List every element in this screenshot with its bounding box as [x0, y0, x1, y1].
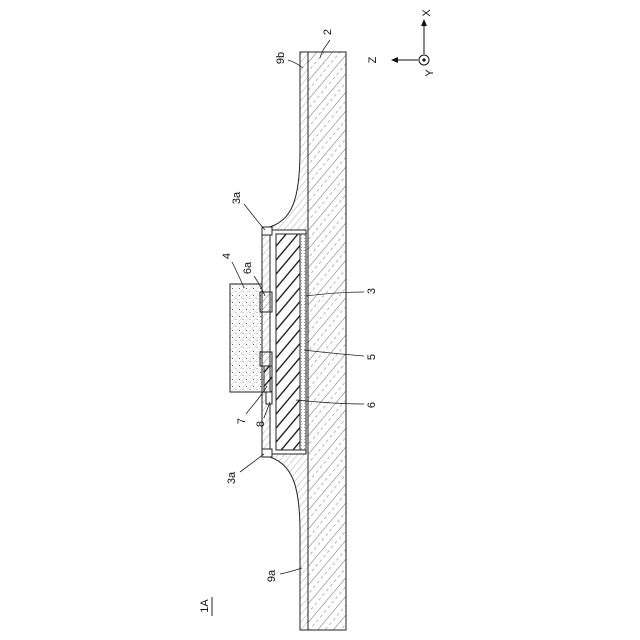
bump-upper: [260, 292, 272, 312]
z-axis-label: Z: [367, 56, 379, 63]
bump-lower: [260, 352, 272, 366]
label-envelope: 3: [366, 288, 378, 294]
core-block: [276, 234, 300, 450]
leader-9a: [280, 568, 302, 574]
figure-label: 1A: [199, 599, 211, 613]
label-substrate: 2: [322, 29, 334, 35]
part-8-block: [266, 392, 272, 404]
label-component: 4: [221, 253, 233, 259]
label-bump: 6a: [242, 261, 254, 274]
label-layer-top: 9b: [275, 52, 287, 64]
label-part-8: 8: [255, 421, 267, 427]
axis-indicator: X Z Y: [367, 9, 436, 77]
leader-3a-top: [244, 204, 265, 230]
label-inner-layer: 5: [366, 354, 378, 360]
label-core: 6: [366, 402, 378, 408]
label-flange-top: 3a: [231, 191, 243, 204]
part-7-block: [264, 366, 272, 392]
leader-3a-bottom: [240, 454, 264, 472]
figure-label-group: 1A: [199, 597, 212, 616]
flange-bottom: [262, 449, 272, 457]
y-axis-dot-icon: [422, 58, 425, 61]
inner-layer: [300, 234, 306, 450]
y-axis-label: Y: [424, 69, 436, 77]
x-axis-label: X: [421, 9, 433, 17]
substrate: [308, 52, 346, 630]
label-part-7: 7: [236, 418, 248, 424]
label-flange-bottom: 3a: [226, 471, 238, 484]
component-block: [230, 284, 262, 392]
label-layer-bottom: 9a: [266, 569, 278, 582]
